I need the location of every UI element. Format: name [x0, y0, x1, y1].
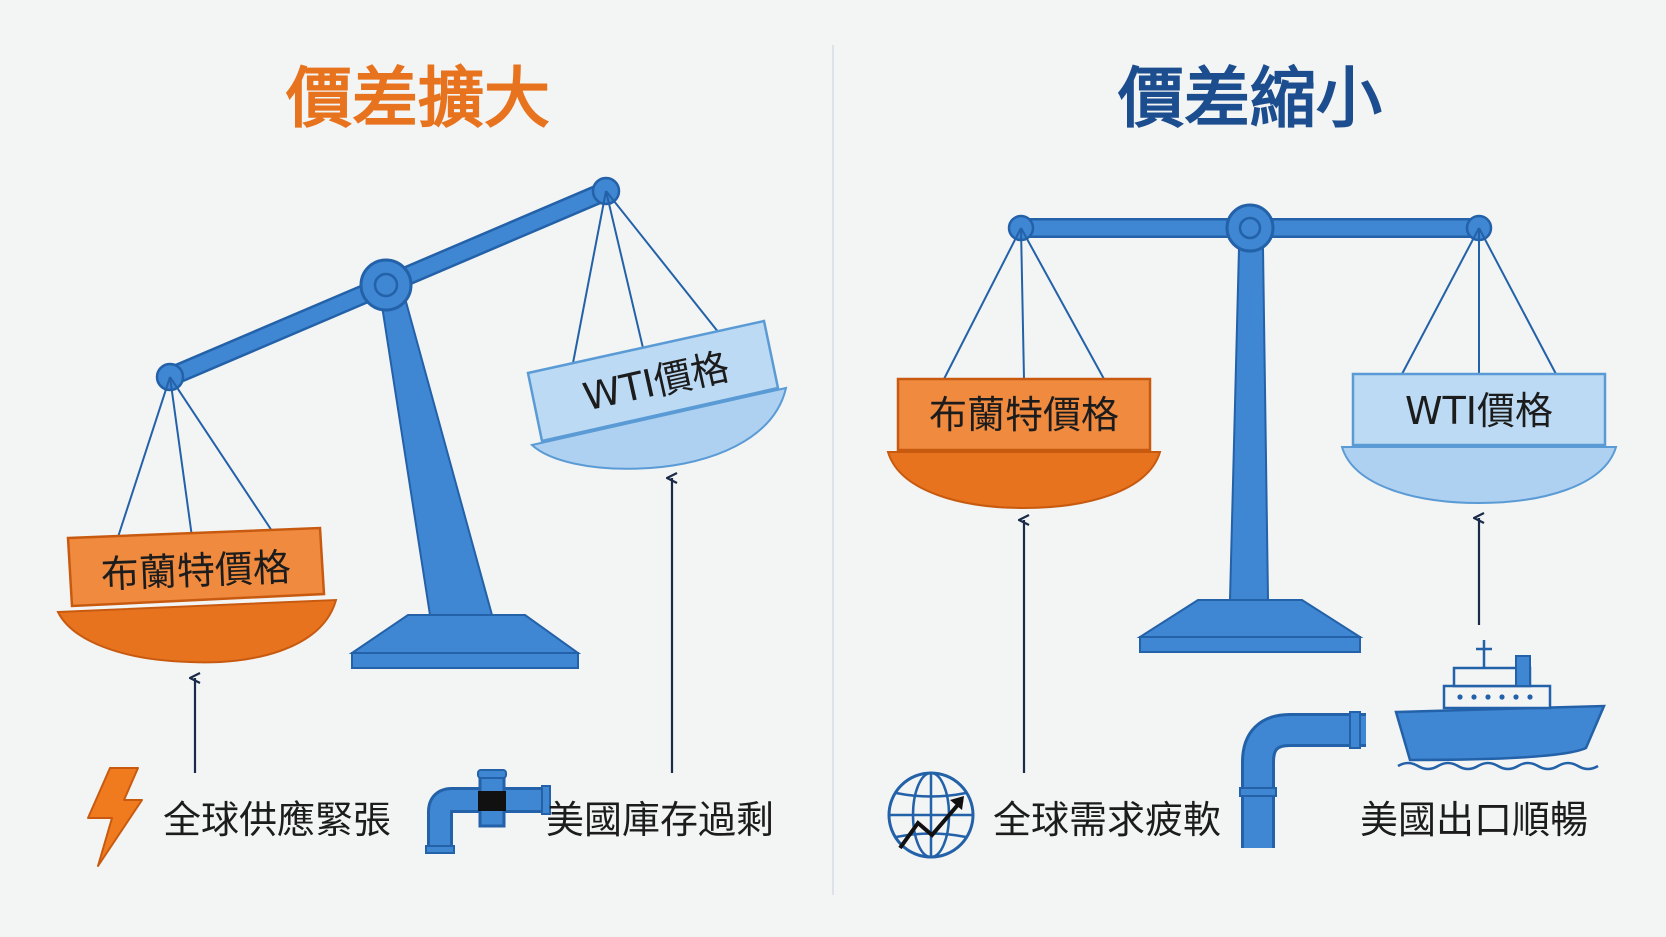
right-panel-title: 價差縮小 — [1117, 60, 1382, 137]
left-cause-label-1: 全球供應緊張 — [163, 798, 391, 842]
left-scale-stand — [348, 279, 582, 669]
right-scale-stand — [1136, 247, 1364, 653]
left-panel: 價差擴大 布蘭特價格 — [56, 60, 788, 867]
left-wti-pan: WTI價格 — [526, 190, 788, 470]
right-cause-label-1: 全球需求疲軟 — [993, 798, 1221, 842]
right-scale-beam — [1007, 203, 1493, 253]
pipe-valve-icon — [425, 769, 551, 854]
right-brent-pan: 布蘭特價格 — [886, 227, 1162, 510]
right-cause-label-2: 美國出口順暢 — [1360, 798, 1588, 842]
left-brent-label: 布蘭特價格 — [100, 545, 292, 597]
lightning-icon — [87, 767, 143, 867]
globe-trend-icon — [887, 771, 975, 859]
left-panel-title: 價差擴大 — [285, 60, 550, 137]
ship-pipeline-icon — [1239, 640, 1606, 848]
left-cause-label-2: 美國庫存過剩 — [546, 798, 774, 842]
right-panel: 價差縮小 布蘭特價格 — [886, 60, 1618, 859]
right-wti-label: WTI價格 — [1405, 389, 1553, 433]
right-wti-pan: WTI價格 — [1340, 227, 1618, 505]
right-brent-label: 布蘭特價格 — [929, 393, 1119, 437]
left-brent-pan: 布蘭特價格 — [56, 376, 338, 664]
left-scale-beam — [155, 176, 621, 392]
